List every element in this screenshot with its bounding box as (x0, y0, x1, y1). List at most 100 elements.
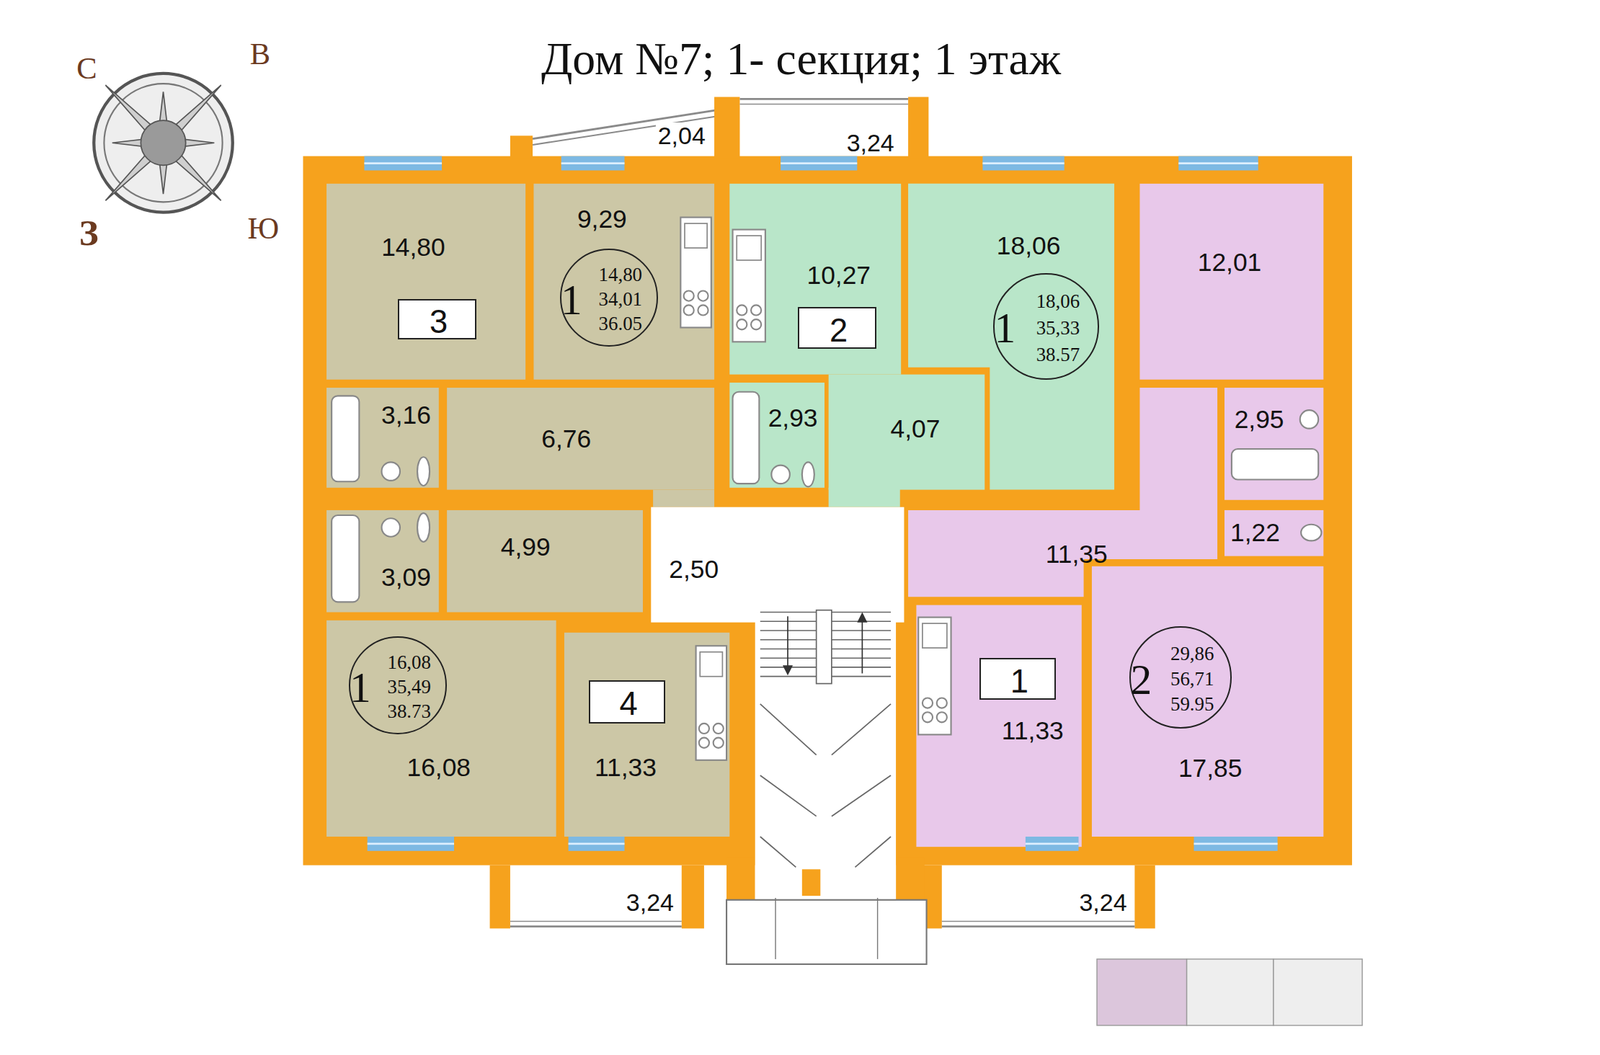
room-area-value: 17,85 (1178, 755, 1243, 781)
room-fill (1224, 387, 1324, 501)
plan-title: Дом №7; 1- секция; 1 этаж (541, 36, 1061, 83)
stair-arrow (861, 620, 864, 674)
room-area: 4,99 (446, 510, 643, 613)
stove-burner (736, 304, 747, 315)
window-pane (1178, 162, 1258, 165)
section-thumbnail (1273, 959, 1363, 1026)
room-area-value: 1,22 (1230, 519, 1280, 545)
room-area-value: 3,09 (381, 565, 431, 591)
room-area: 10,272 (729, 183, 901, 375)
room-area-value: 12,01 (1197, 249, 1262, 275)
kitchen-counter (696, 645, 727, 761)
area-figure: 14,80 (598, 265, 643, 285)
window (367, 836, 455, 852)
apartment-number: 4 (619, 688, 638, 721)
compass-letter: Ю (245, 212, 282, 245)
room-area: 14,80 3 (326, 183, 526, 380)
window-pane (561, 162, 625, 165)
balcony-rail (941, 925, 1136, 928)
room-area: 11,331 (916, 605, 1082, 848)
area-figure: 38.73 (387, 701, 431, 722)
window-pane (367, 842, 455, 845)
room-area: 11,35 (908, 510, 1218, 597)
window-pane (363, 162, 442, 165)
apartment-summary-circle: 118,0635,3338.57 (993, 273, 1100, 380)
window-pane (780, 162, 857, 165)
room-area: 3,16 (326, 387, 439, 488)
window (1194, 836, 1278, 852)
room-area: 11,334 (564, 632, 730, 837)
room-fill (729, 183, 901, 375)
stove-burner (699, 738, 710, 749)
stair-arrowhead (782, 665, 793, 676)
room-area-value: 14,80 (381, 234, 446, 260)
kitchen-sink (922, 623, 948, 648)
kitchen-counter (732, 229, 766, 343)
balcony-rail (510, 921, 682, 922)
stair-flight (854, 836, 891, 868)
room-area: 3,09 (326, 510, 439, 613)
apartment-summary-circle: 229,8656,7159.95 (1129, 626, 1232, 729)
apartment-number-box: 1 (979, 658, 1056, 700)
kitchen-counter (918, 617, 951, 736)
stair-step (760, 676, 817, 678)
stair-step (831, 657, 891, 659)
room-area: 12,01 (1139, 183, 1324, 380)
stair-divider (816, 610, 832, 684)
room-fill (1224, 510, 1324, 557)
stove-burner (713, 738, 724, 749)
room-area-value: 16,08 (407, 754, 472, 780)
area-figure: 38.57 (1036, 344, 1081, 364)
kitchen-sink (736, 235, 762, 261)
stair-step (831, 666, 891, 669)
window-pane (568, 842, 625, 845)
room-area: 9,29 114,8034,0136.05 (533, 183, 715, 380)
apartment-number: 3 (429, 305, 448, 339)
room-area: 16,08116,0835,4938.73 (326, 620, 557, 837)
compass-letter: С (74, 52, 99, 85)
balcony-dimension: 3,24 (624, 889, 677, 916)
stair-step (760, 611, 817, 614)
area-figure: 35,33 (1036, 318, 1081, 339)
stair-flight (760, 775, 817, 817)
apartment-number: 2 (829, 314, 848, 347)
room-area: 2,95 (1224, 387, 1324, 501)
balcony-pillar (681, 865, 705, 930)
room-area-value: 11,35 (1045, 541, 1108, 567)
room-area-value: 9,29 (577, 206, 628, 233)
toilet (417, 456, 430, 486)
balcony-pillar (510, 135, 533, 158)
window-pane (1194, 842, 1278, 845)
balcony-rail (739, 103, 909, 105)
compass-emblem (140, 120, 186, 166)
bathtub (732, 392, 760, 484)
window-pane (1025, 842, 1079, 845)
washbasin (381, 518, 400, 537)
balcony-dimension: 3,24 (844, 129, 897, 156)
balcony-rail (941, 921, 1136, 922)
room-fill (652, 490, 715, 508)
room-fill (533, 183, 715, 380)
window (1178, 156, 1258, 171)
room-count: 1 (349, 666, 372, 710)
compass-letter: З (77, 213, 101, 252)
balcony-pillar (714, 97, 740, 159)
stair-flight (877, 898, 878, 960)
window (561, 156, 625, 171)
stove-burner (922, 697, 933, 708)
toilet (802, 461, 815, 487)
room-fill (1139, 183, 1324, 380)
stove-burner (683, 304, 695, 315)
area-figure: 18,06 (1036, 291, 1081, 312)
window (780, 156, 857, 171)
apartment-summary-circle: 114,8034,0136.05 (560, 248, 659, 347)
stove-burner (936, 712, 948, 723)
room-area: 2,93 (729, 382, 825, 488)
stair-pillar (802, 869, 821, 896)
washbasin (771, 465, 790, 484)
room-area: 1,22 (1224, 510, 1324, 557)
kitchen-counter (680, 217, 711, 328)
stair-arrowhead (856, 612, 868, 623)
